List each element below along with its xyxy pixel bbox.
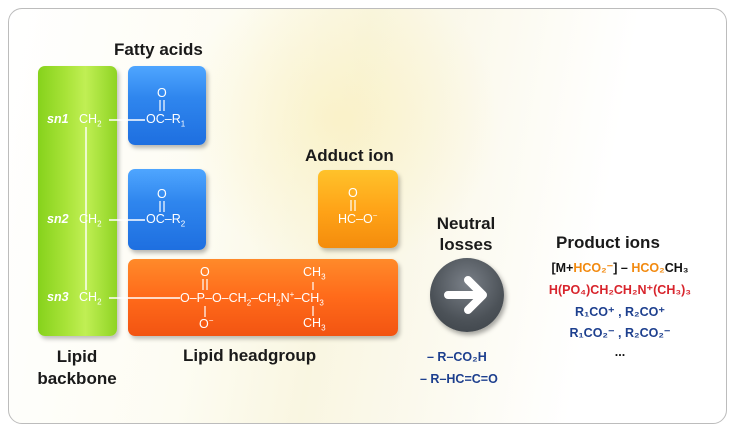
- product-ions-title: Product ions: [556, 233, 660, 252]
- headgroup-methyl-top: CH3: [303, 265, 326, 282]
- headgroup-chain: O–P–O–CH2–CH2N+–CH3: [180, 290, 324, 308]
- figure-frame: [8, 8, 727, 424]
- headgroup-n: N: [280, 291, 290, 306]
- sn2-ch2-sub: 2: [97, 219, 102, 229]
- headgroup-methyl-bottom-text: CH: [303, 316, 322, 330]
- product-ion-line1-part1: [M+: [551, 261, 574, 275]
- adduct-charge: −: [372, 211, 378, 220]
- fa1-ester-text: OC–R: [146, 112, 181, 126]
- phosphate-o-bottom: O−: [199, 316, 213, 331]
- sn3-ch2: CH: [79, 290, 98, 304]
- sn3-ch2-sub: 2: [97, 297, 102, 307]
- phosphate-o-bottom-charge: −: [208, 316, 214, 325]
- headgroup-methyl-right-sub: 3: [319, 298, 324, 308]
- fa2-ester: OC–R2: [146, 212, 185, 229]
- sn3-label: sn3: [47, 290, 69, 304]
- adduct-ion-title: Adduct ion: [305, 146, 394, 165]
- phosphate-o-bottom-text: O: [199, 317, 209, 332]
- adduct-carbonyl-o: O: [348, 186, 358, 200]
- lipid-backbone-block: [38, 66, 117, 336]
- product-ion-line1-part5: CH₃: [664, 261, 689, 275]
- sn2-label: sn2: [47, 212, 69, 226]
- adduct-formula-text: HC–O: [338, 212, 373, 227]
- sn1-ch2-sub: 2: [97, 119, 102, 129]
- headgroup-n-plus: +: [289, 290, 295, 299]
- sn2-row: sn2 CH2: [47, 212, 102, 229]
- lipid-backbone-title-line2: backbone: [37, 369, 117, 388]
- fatty-acid-1-block: [128, 66, 206, 145]
- headgroup-chain-mid: –CH: [251, 291, 277, 306]
- lipid-headgroup-title: Lipid headgroup: [183, 346, 317, 365]
- neutral-loss-2: – R–HC=C=O: [420, 372, 498, 386]
- phosphate-o-top: O: [200, 265, 210, 279]
- headgroup-methyl-top-sub: 3: [321, 272, 326, 282]
- adduct-formula: HC–O−: [338, 211, 377, 226]
- lipid-backbone-title: Lipid backbone: [26, 346, 128, 390]
- product-ion-line1-part3: ] –: [613, 261, 632, 275]
- product-ion-line3: R₁CO⁺ , R₂CO⁺: [575, 305, 665, 319]
- headgroup-ch2-sub-a: 2: [246, 298, 252, 308]
- neutral-losses-title-line2: losses: [439, 235, 493, 254]
- product-ion-line4: R₁CO₂⁻ , R₂CO₂⁻: [569, 326, 671, 340]
- product-ion-line2: H(PO₄)CH₂CH₂N⁺(CH₃)₃: [548, 283, 692, 297]
- fatty-acid-2-block: [128, 169, 206, 250]
- sn3-row: sn3 CH2: [47, 290, 102, 307]
- product-ion-line1: [M+HCO₂⁻] – HCO₂CH₃: [530, 260, 710, 275]
- fa2-carbonyl-o: O: [157, 187, 167, 201]
- fa1-ester: OC–R1: [146, 112, 185, 129]
- fa1-r-sub: 1: [180, 119, 186, 129]
- right-arrow-icon: [430, 258, 504, 332]
- headgroup-methyl-right: –CH: [294, 291, 320, 306]
- product-ion-line1-part4: HCO₂: [631, 261, 665, 275]
- sn1-label: sn1: [47, 112, 69, 126]
- headgroup-chain-text: O–P–O–CH: [180, 291, 247, 306]
- product-ion-line1-part2: HCO₂⁻: [573, 261, 614, 275]
- fa1-carbonyl-o: O: [157, 86, 167, 100]
- headgroup-ch2-sub-b: 2: [276, 298, 281, 308]
- product-ion-line5: ...: [614, 345, 626, 359]
- neutral-loss-1: – R–CO₂H: [427, 350, 487, 364]
- fa2-r-sub: 2: [180, 219, 186, 229]
- headgroup-methyl-bottom-sub: 3: [321, 323, 326, 333]
- right-arrow-glyph: [444, 276, 487, 314]
- fa2-ester-text: OC–R: [146, 212, 181, 226]
- lipid-backbone-title-line1: Lipid: [56, 347, 98, 366]
- sn1-ch2: CH: [79, 112, 98, 126]
- sn2-ch2: CH: [79, 212, 98, 226]
- neutral-losses-title: Neutral losses: [430, 213, 502, 255]
- headgroup-methyl-bottom: CH3: [303, 316, 326, 333]
- adduct-ion-block: [318, 170, 398, 248]
- sn1-row: sn1 CH2: [47, 112, 102, 129]
- neutral-losses-title-line1: Neutral: [436, 214, 496, 233]
- headgroup-methyl-top-text: CH: [303, 265, 322, 279]
- fatty-acids-title: Fatty acids: [114, 40, 203, 59]
